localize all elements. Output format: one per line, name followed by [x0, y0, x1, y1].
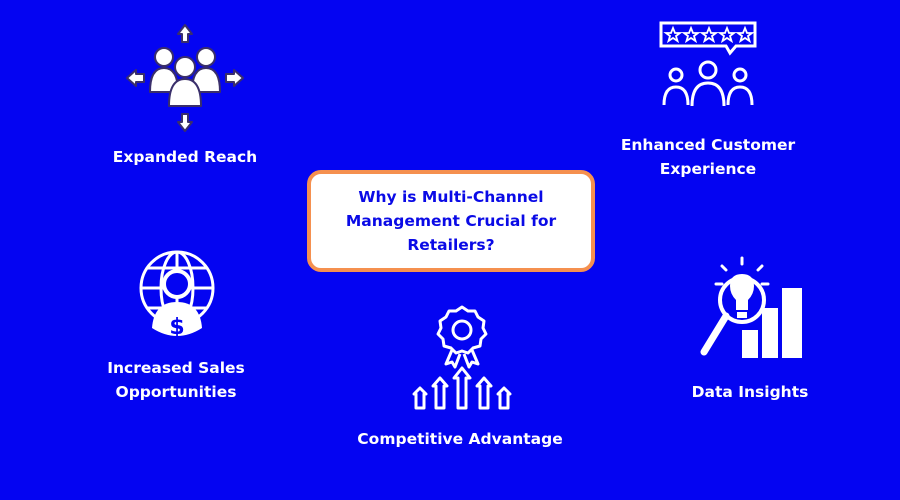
label-line-1: Enhanced Customer: [620, 136, 796, 154]
label-increased-sales-opportunities: Increased Sales Opportunities: [86, 356, 266, 404]
label-line-2: Experience: [659, 160, 757, 178]
svg-text:$: $: [169, 315, 184, 340]
people-arrows-icon: [126, 24, 244, 132]
award-arrows-icon: [412, 305, 512, 410]
label-enhanced-customer-experience: Enhanced Customer Experience: [608, 133, 808, 181]
central-question-box: Why is Multi-Channel Management Crucial …: [307, 170, 595, 272]
label-line-2: Opportunities: [115, 383, 237, 401]
label-competitive-advantage: Competitive Advantage: [357, 430, 563, 448]
bulb-magnifier-chart-icon: [700, 256, 802, 358]
customer-review-icon: [659, 21, 757, 107]
globe-person-dollar-icon: $: [139, 250, 215, 340]
label-expanded-reach: Expanded Reach: [112, 148, 258, 166]
central-question: Why is Multi-Channel Management Crucial …: [345, 188, 557, 254]
label-data-insights: Data Insights: [691, 383, 809, 401]
label-line-1: Increased Sales: [107, 359, 245, 377]
